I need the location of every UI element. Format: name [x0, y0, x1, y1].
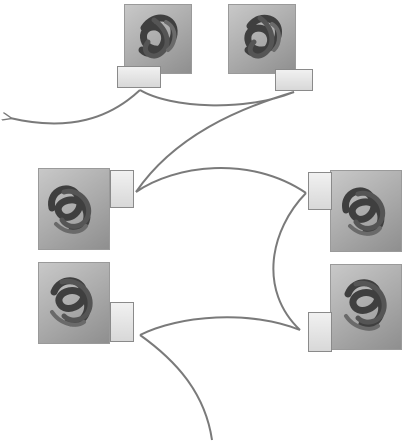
knot-icon — [244, 14, 282, 59]
curve-top-right-to-middle-left — [135, 91, 295, 193]
curve-top-left-to-top-right — [139, 89, 295, 107]
knot-icon — [344, 279, 387, 331]
curve-top-left-exit — [10, 89, 141, 125]
knot-top-right — [228, 4, 296, 74]
knot-icon — [342, 187, 386, 236]
connector-top-left — [117, 66, 161, 88]
knot-bottom-left — [38, 262, 110, 344]
knot-icon — [138, 14, 178, 59]
connector-bottom-right — [308, 312, 332, 352]
knot-middle-right — [330, 170, 402, 252]
knot-icon — [48, 185, 92, 234]
knot-top-left — [124, 4, 192, 74]
knot-icon — [50, 277, 93, 327]
connector-middle-right — [308, 172, 332, 210]
curve-middle-left-to-middle-right — [135, 167, 307, 194]
connector-bottom-left — [110, 302, 134, 342]
curve-middle-right-to-bottom-right — [272, 192, 307, 331]
knot-bottom-right — [330, 264, 402, 350]
curve-bottom-right-to-bottom-left — [139, 316, 301, 336]
connector-top-right — [275, 69, 313, 91]
connector-middle-left — [110, 170, 134, 208]
curve-bottom-left-exit — [139, 334, 213, 441]
knot-middle-left — [38, 168, 110, 250]
